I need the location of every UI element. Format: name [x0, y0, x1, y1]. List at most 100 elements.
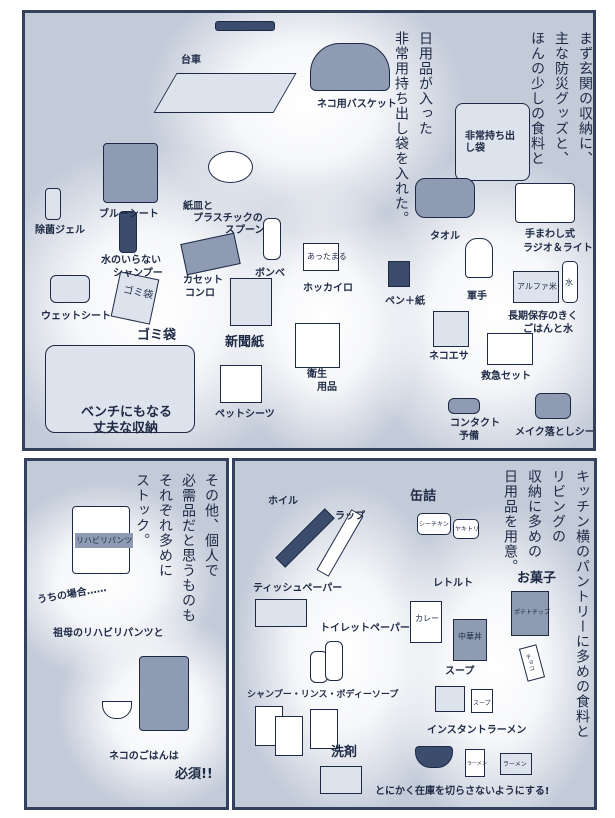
item-label: 丈夫な収納	[93, 421, 159, 436]
notepad-illustration	[388, 261, 410, 287]
yakitori-can-illustration: ヤキトリ	[453, 519, 479, 539]
hygiene-illustration	[295, 323, 340, 368]
tissue-box-illustration	[255, 599, 307, 627]
item-label: タオル	[430, 231, 460, 242]
closing-remark: とにかく在庫を切らさないようにする!	[375, 786, 550, 797]
item-label: ネコ用バスケット	[317, 99, 397, 110]
shampoo-bottle-illustration	[119, 211, 137, 253]
narration-line: 収納に多めの	[526, 469, 542, 559]
narration-line: まず玄関の収納に、	[577, 31, 593, 166]
narration-line: 非常用持ち出し袋を入れた。	[393, 31, 409, 226]
storage-box-illustration	[45, 345, 195, 433]
bottom-right-panel: キッチン横のパントリーに多めの食料と リビングの 収納に多めの 日用品を用意。 …	[232, 458, 597, 810]
item-label: 紙皿と	[183, 201, 213, 212]
narration-line: ストック。	[134, 473, 150, 548]
bottom-left-panel: その他、個人で 必需品だと思うものも それぞれ多めに ストック。 リハビリパンツ…	[24, 458, 229, 810]
item-label: ネコエサ	[429, 351, 469, 362]
soup-pack-illustration	[435, 686, 465, 712]
item-label: 救急セット	[481, 371, 531, 382]
cart-handle-illustration	[215, 21, 275, 31]
wet-wipes-illustration	[50, 275, 90, 303]
paper-plate-illustration	[208, 151, 253, 183]
water-text: 水	[565, 278, 573, 287]
pet-sheets-illustration	[220, 365, 262, 403]
item-label: 水のいらない	[101, 255, 161, 266]
item-label: ウェットシート	[41, 311, 111, 322]
item-label: 予備	[459, 431, 479, 442]
soup-cup-illustration: スープ	[471, 689, 493, 713]
soap-pack-illustration	[310, 709, 338, 749]
item-label: 手まわし式	[525, 229, 575, 240]
narration-line: 必需品だと思うものも	[180, 473, 196, 623]
item-label: 台車	[181, 55, 201, 66]
item-label: ペン＋紙	[385, 296, 425, 307]
item-label: メイク落としシート	[515, 427, 596, 438]
item-label: シャンプー	[113, 268, 163, 279]
item-label: ネコのごはんは	[109, 751, 179, 762]
radio-illustration	[515, 183, 575, 223]
chuka-text: 中華丼	[458, 632, 482, 641]
tuna-can-illustration: シーチキン	[417, 513, 451, 535]
ramen-cup-text: ラーメン	[467, 761, 487, 767]
newspaper-illustration	[230, 278, 272, 326]
garbage-bag-text: ゴミ袋	[122, 284, 154, 302]
potato-chips-illustration: ポテトチップ	[511, 591, 551, 636]
item-label: ブルーシート	[99, 209, 159, 220]
narration-line: 主な防災グッズと、	[553, 31, 569, 166]
emergency-bag-illustration	[455, 103, 530, 181]
yakitori-text: ヤキトリ	[455, 526, 480, 533]
item-label: プラスチックの	[193, 213, 263, 224]
kairo-illustration: あったまる	[303, 243, 347, 271]
ramen-pack-illustration: ラーメン	[500, 753, 532, 775]
rehab-pants-bag-illustration: リハビリパンツ	[72, 506, 134, 574]
contact-illustration	[448, 398, 480, 414]
cart-illustration	[153, 73, 297, 113]
curry-text: カレー	[415, 614, 439, 623]
blue-sheet-illustration	[103, 143, 158, 203]
tuna-text: シーチキン	[419, 521, 449, 528]
narration-line: リビングの	[550, 469, 566, 544]
narration-line: その他、個人で	[203, 473, 219, 578]
alpha-rice-text: アルファ米	[517, 282, 557, 291]
item-label: ホイル	[268, 496, 298, 507]
item-label: 軍手	[467, 291, 487, 302]
rinse-pack-illustration	[275, 716, 303, 756]
chips-text: ポテトチップ	[514, 609, 551, 616]
item-label: 缶詰	[410, 489, 437, 504]
item-label: ラジオ＆ライト	[523, 243, 593, 254]
detergent-illustration	[320, 766, 362, 794]
item-label: コンタクト	[450, 418, 500, 429]
item-label: ペットシーツ	[215, 409, 275, 420]
alpha-rice-illustration: アルファ米	[513, 271, 559, 303]
item-label: 新聞紙	[225, 335, 265, 350]
narration-line: 日用品が入った	[417, 31, 433, 136]
item-label: ラップ	[335, 511, 365, 522]
soup-text: スープ	[473, 700, 491, 707]
narration-line: それぞれ多めに	[157, 473, 173, 578]
item-label: ホッカイロ	[303, 283, 353, 294]
item-label: 必須!!	[175, 767, 213, 782]
item-label: 祖母のリハビリパンツと	[53, 628, 164, 639]
item-label: お菓子	[517, 571, 557, 586]
choco-text: チョコ	[523, 653, 536, 673]
first-aid-illustration	[487, 333, 533, 365]
item-label: ティッシュペーパー	[253, 583, 343, 594]
item-label: 非常持ち出し袋	[465, 131, 515, 154]
chuka-pack-illustration: 中華丼	[453, 619, 487, 661]
item-label: 除菌ジェル	[35, 225, 85, 236]
item-label: カセット	[183, 275, 223, 286]
item-label: スプーン	[225, 225, 265, 236]
makeup-remover-illustration	[535, 393, 571, 419]
item-label: コンロ	[185, 288, 215, 299]
towel-illustration	[415, 178, 475, 218]
item-label: インスタントラーメン	[427, 725, 527, 736]
rehab-pants-text: リハビリパンツ	[75, 533, 134, 548]
narration-line: キッチン横のパントリーに多めの食料と	[574, 469, 590, 739]
item-label: ゴミ袋	[137, 328, 177, 343]
ramen-pack-text: ラーメン	[503, 761, 527, 768]
item-label: 長期保存のきく	[508, 311, 578, 322]
top-panel: まず玄関の収納に、 主な防災グッズと、 ほんの少しの食料と 日用品が入った 非常…	[22, 10, 596, 451]
kairo-text: あったまる	[307, 252, 347, 261]
item-label: 用品	[317, 382, 337, 393]
item-label: ボンベ	[255, 268, 285, 279]
